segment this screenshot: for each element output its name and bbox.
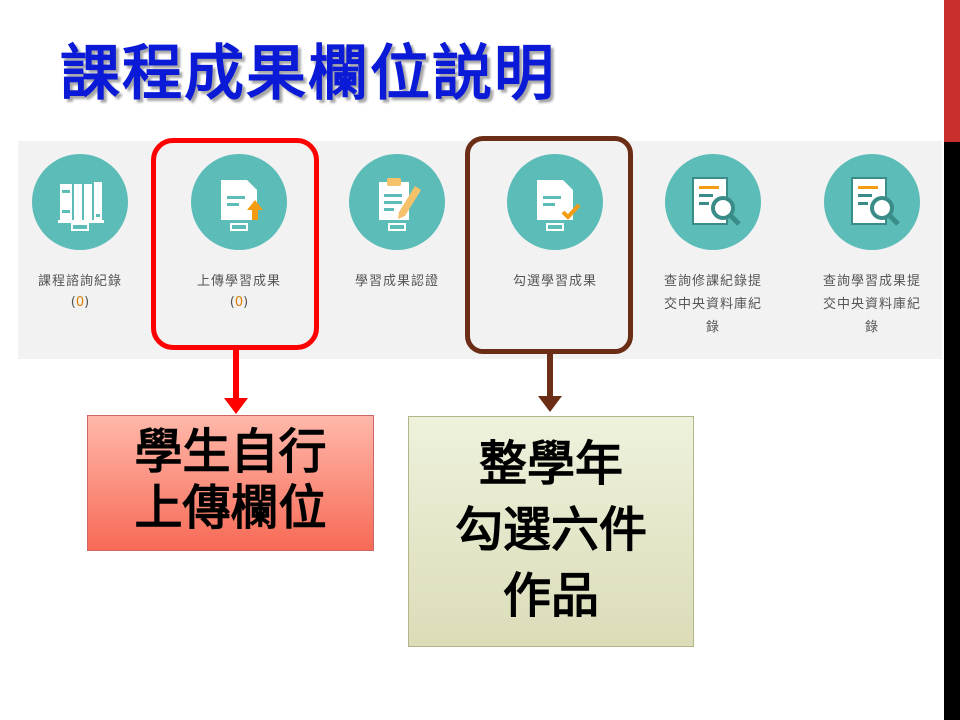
tile-circle [665, 154, 761, 250]
tile-learning-results-certification[interactable]: 學習成果認證 [337, 154, 457, 293]
tile-label: 上傳學習成果 [196, 274, 281, 289]
books-icon [58, 182, 104, 231]
callout-select-six-works: 整學年 勾選六件 作品 [408, 416, 694, 647]
page-title: 課程成果欄位説明 [60, 39, 556, 109]
tile-query-course-record-submission[interactable]: 查詢修課紀錄提 交中央資料庫紀 錄 [653, 154, 773, 339]
tile-circle [507, 154, 603, 250]
tile-label: 查詢學習成果提 交中央資料庫紀 錄 [822, 274, 921, 335]
upload-document-icon [221, 180, 263, 231]
red-highlight-frame [151, 138, 319, 350]
tile-label: 課程諮詢紀錄 [37, 274, 122, 289]
callout-student-upload: 學生自行 上傳欄位 [87, 415, 374, 551]
document-search-icon [851, 177, 900, 226]
red-arrow-icon [224, 348, 248, 414]
brown-arrow-icon [538, 352, 562, 412]
tile-query-learning-results-submission[interactable]: 查詢學習成果提 交中央資料庫紀 錄 [812, 154, 932, 339]
tile-label: 查詢修課紀錄提 交中央資料庫紀 錄 [663, 274, 762, 335]
right-edge-accent [944, 0, 960, 142]
clipboard-pen-icon [379, 178, 421, 231]
tile-course-consult-record[interactable]: 課程諮詢紀錄 (0) [20, 154, 140, 313]
tile-label: 學習成果認證 [354, 274, 439, 289]
tile-circle [191, 154, 287, 250]
tile-select-learning-results[interactable]: 勾選學習成果 [495, 154, 615, 293]
document-check-icon [537, 180, 581, 231]
tile-circle [32, 154, 128, 250]
tile-label: 勾選學習成果 [512, 274, 597, 289]
document-search-icon [692, 177, 741, 226]
tile-circle [824, 154, 920, 250]
tile-count: (0) [70, 295, 90, 310]
menu-strip [18, 141, 942, 359]
brown-highlight-frame [465, 136, 633, 354]
tile-count: (0) [229, 295, 249, 310]
right-edge-bar [944, 0, 960, 720]
tile-upload-learning-results[interactable]: 上傳學習成果 (0) [179, 154, 299, 313]
tile-circle [349, 154, 445, 250]
